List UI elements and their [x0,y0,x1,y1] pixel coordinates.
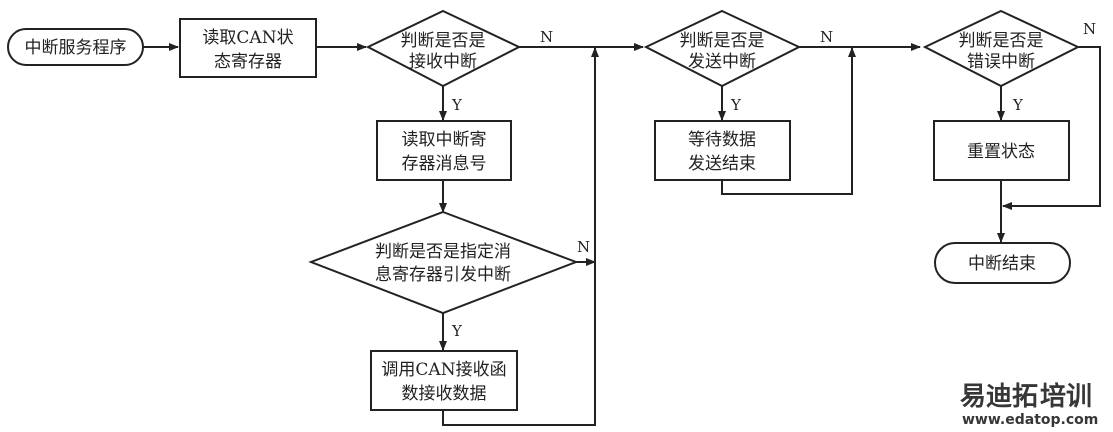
node-is-receive-int-line1: 判断是否是 [401,31,486,51]
label-receive-no: N [540,28,553,46]
watermark-url: www.edatop.com [962,412,1098,428]
node-read-can-status-line1: 读取CAN状 [202,28,293,48]
node-is-specified-msg: 判断是否是指定消 息寄存器引发中断 [308,210,579,315]
label-error-no: N [1083,20,1096,38]
node-call-can-receive: 调用CAN接收函 数接收数据 [370,350,518,411]
label-specified-no: N [577,238,590,256]
node-is-send-int-line1: 判断是否是 [680,31,765,51]
node-wait-send-done-line1: 等待数据 [688,130,756,150]
node-reset-status: 重置状态 [933,120,1070,181]
node-end-text: 中断结束 [968,254,1036,274]
watermark-brand-blue: 培训 [1040,382,1092,412]
node-read-msg-num: 读取中断寄 存器消息号 [376,120,512,181]
node-is-receive-int: 判断是否是 接收中断 [365,9,522,88]
edge-wait-to-merge [721,47,856,195]
edge-call-receive-to-merge [442,47,599,426]
node-read-msg-num-line1: 读取中断寄 [402,130,487,150]
watermark: 易迪拓 培训 www.edatop.com [960,382,1098,428]
node-wait-send-done: 等待数据 发送结束 [654,120,791,181]
node-read-can-status: 读取CAN状 态寄存器 [179,18,317,78]
node-is-error-int: 判断是否是 错误中断 [922,9,1081,88]
label-receive-yes: Y [451,96,463,114]
label-specified-yes: Y [451,322,463,340]
node-is-error-int-line2: 错误中断 [967,52,1035,72]
label-send-no: N [820,28,833,46]
node-is-specified-msg-line2: 息寄存器引发中断 [375,265,511,285]
label-error-yes: Y [1012,96,1024,114]
node-read-msg-num-line2: 存器消息号 [402,154,487,174]
node-start-text: 中断服务程序 [25,38,127,58]
node-reset-status-text: 重置状态 [967,142,1035,162]
node-is-receive-int-line2: 接收中断 [409,52,477,72]
node-is-send-int: 判断是否是 发送中断 [643,9,802,88]
edge-error-no-to-end [1002,46,1101,210]
node-start: 中断服务程序 [7,28,144,66]
node-read-can-status-line2: 态寄存器 [214,52,282,72]
edges [143,43,1101,426]
node-call-can-receive-line2: 数接收数据 [402,384,487,404]
node-wait-send-done-line2: 发送结束 [688,154,756,174]
label-send-yes: Y [730,96,742,114]
node-end: 中断结束 [934,242,1071,284]
node-is-error-int-line1: 判断是否是 [959,31,1044,51]
node-call-can-receive-line1: 调用CAN接收函 [381,360,506,380]
node-is-send-int-line2: 发送中断 [688,52,756,72]
watermark-brand-red: 易迪拓 [960,382,1038,412]
node-is-specified-msg-line1: 判断是否是指定消 [375,242,511,262]
